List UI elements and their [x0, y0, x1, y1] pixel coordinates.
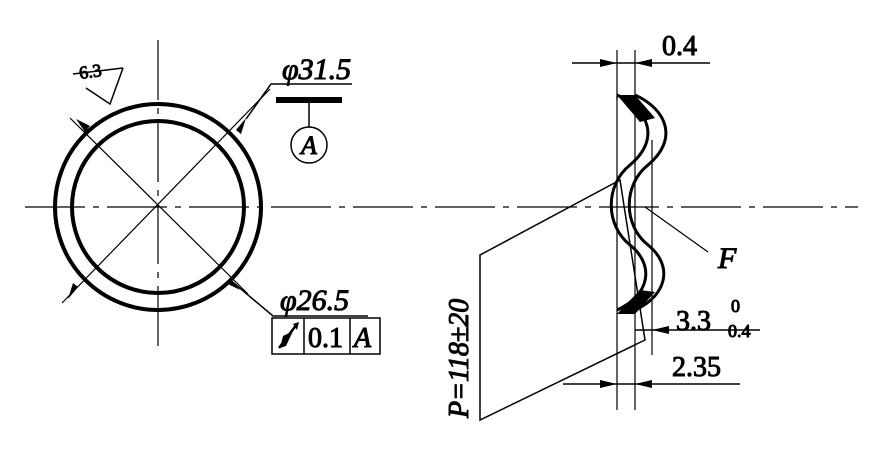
wave-profile-right: [627, 93, 668, 312]
datum-letter: A: [299, 131, 317, 160]
arrowhead: [600, 380, 617, 388]
wave-end-bottom: [617, 290, 655, 314]
thickness-value: 0.4: [662, 31, 697, 62]
force-label: F: [717, 242, 737, 275]
wave-end-top: [617, 95, 655, 122]
load-spec-label: P=118±20: [444, 299, 475, 419]
outer-circle: [53, 102, 263, 312]
inner-diameter-label: φ26.5: [280, 284, 349, 317]
arrowhead: [226, 278, 240, 290]
outer-diameter-leader: [245, 83, 352, 120]
arrowhead: [635, 59, 652, 67]
diagonal-line-2: [61, 88, 271, 304]
height-value: 3.3: [676, 306, 711, 337]
height-tolerance-lower: 0.4: [728, 321, 751, 341]
load-spec-frame: [479, 178, 646, 422]
inner-diameter-leader: [228, 278, 368, 317]
diagonal-line-1: [69, 117, 249, 295]
arrowhead: [652, 326, 669, 334]
tolerance-value: 0.1: [308, 323, 343, 354]
arrowhead: [236, 118, 246, 134]
tolerance-frame: [271, 317, 381, 355]
roughness-symbol: [72, 67, 124, 106]
arrowhead: [635, 380, 652, 388]
roughness-value: 6.3: [78, 60, 103, 83]
tolerance-datum: A: [352, 323, 372, 354]
offset-value: 2.35: [672, 352, 721, 383]
wave-profile-left: [609, 93, 650, 312]
arrowhead: [68, 283, 78, 299]
outer-diameter-label: φ31.5: [282, 53, 351, 86]
height-tolerance-upper: 0: [731, 296, 740, 316]
datum-circle: [290, 126, 328, 164]
circular-runout-icon: [278, 322, 299, 349]
force-leader: [644, 206, 709, 253]
arrowhead: [76, 119, 90, 132]
inner-circle: [70, 119, 246, 295]
arrowhead: [600, 59, 617, 67]
